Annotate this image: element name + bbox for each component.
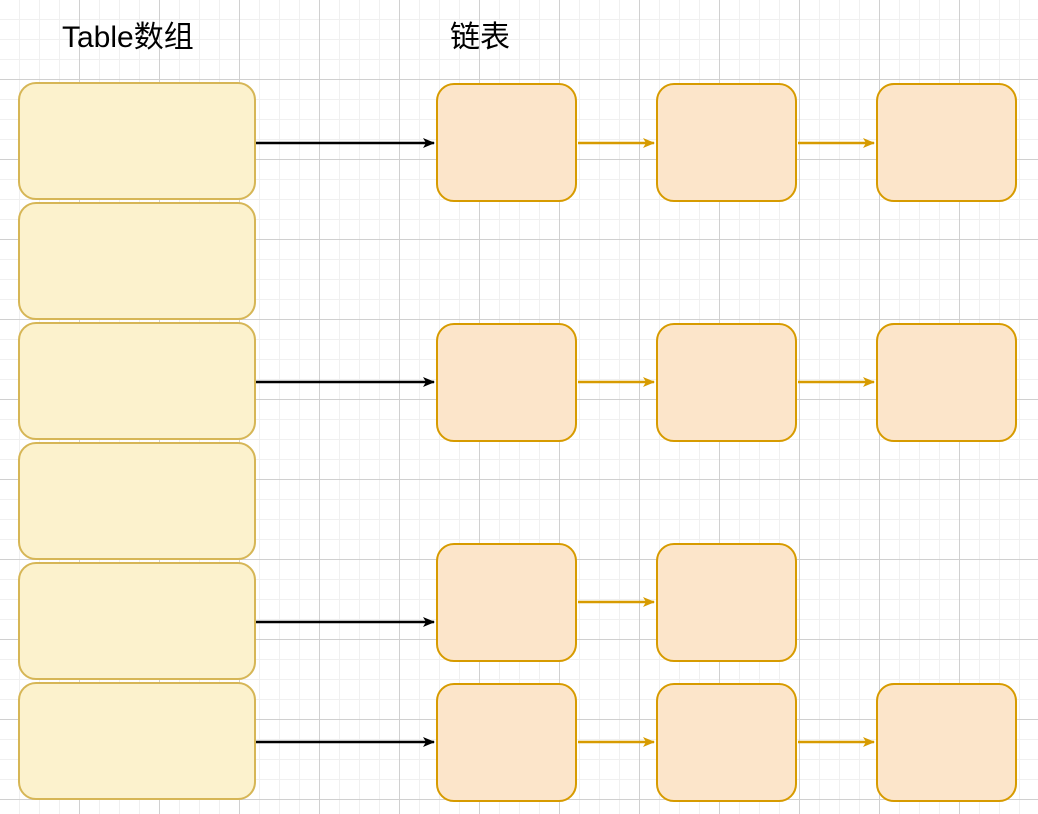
- table-cell-0[interactable]: [18, 82, 256, 200]
- list-node-c0-n0[interactable]: [436, 83, 577, 202]
- list-node-c0-n1[interactable]: [656, 83, 797, 202]
- list-node-c1-n1[interactable]: [656, 323, 797, 442]
- list-node-c3-n2[interactable]: [876, 683, 1017, 802]
- list-node-c3-n0[interactable]: [436, 683, 577, 802]
- table-cell-5[interactable]: [18, 682, 256, 800]
- list-node-c2-n0[interactable]: [436, 543, 577, 662]
- list-node-c2-n1[interactable]: [656, 543, 797, 662]
- table-array-title: Table数组: [62, 21, 194, 54]
- list-node-c0-n2[interactable]: [876, 83, 1017, 202]
- table-cell-4[interactable]: [18, 562, 256, 680]
- list-node-c1-n2[interactable]: [876, 323, 1017, 442]
- table-cell-1[interactable]: [18, 202, 256, 320]
- linked-list-title: 链表: [450, 21, 510, 54]
- table-cell-3[interactable]: [18, 442, 256, 560]
- list-node-c1-n0[interactable]: [436, 323, 577, 442]
- list-node-c3-n1[interactable]: [656, 683, 797, 802]
- table-cell-2[interactable]: [18, 322, 256, 440]
